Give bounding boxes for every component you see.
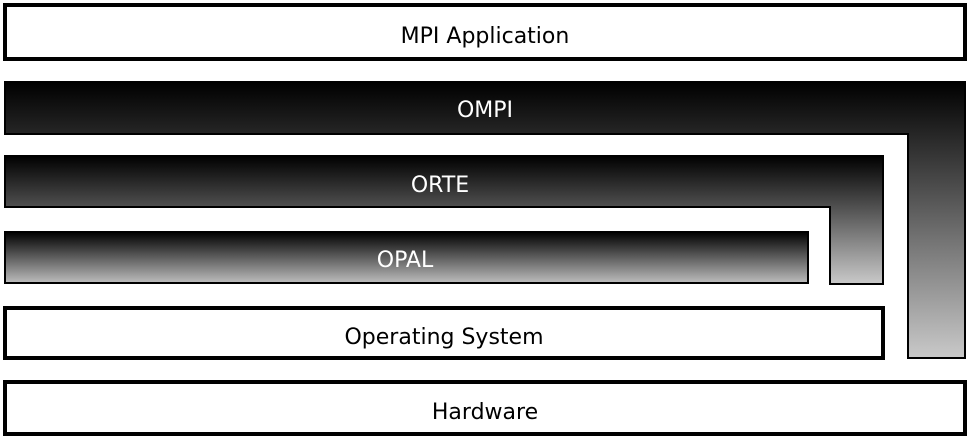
layer-operating-system: Operating System xyxy=(3,306,885,360)
layer-orte-label: ORTE xyxy=(411,173,469,198)
layer-hardware-label: Hardware xyxy=(432,400,538,425)
layer-mpi-application-label: MPI Application xyxy=(401,24,570,49)
layer-ompi: OMPI xyxy=(4,81,966,359)
layer-hardware: Hardware xyxy=(3,380,967,436)
layer-opal-label: OPAL xyxy=(377,248,434,273)
layer-operating-system-label: Operating System xyxy=(344,325,543,350)
layer-orte: ORTE xyxy=(4,155,884,285)
layer-ompi-label: OMPI xyxy=(457,98,513,123)
layer-mpi-application: MPI Application xyxy=(3,3,967,61)
layer-opal: OPAL xyxy=(4,231,809,284)
